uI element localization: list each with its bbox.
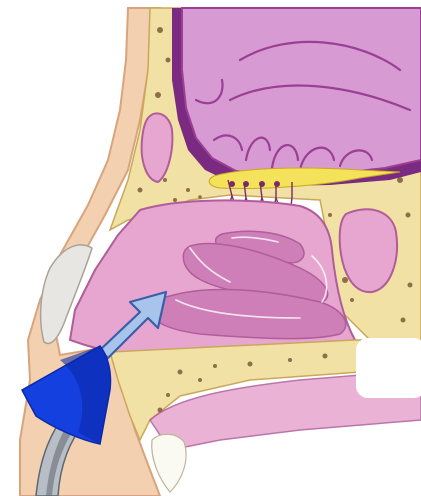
white-overlay-patch: [356, 338, 421, 398]
brain-frontal-lobe: [182, 8, 421, 176]
